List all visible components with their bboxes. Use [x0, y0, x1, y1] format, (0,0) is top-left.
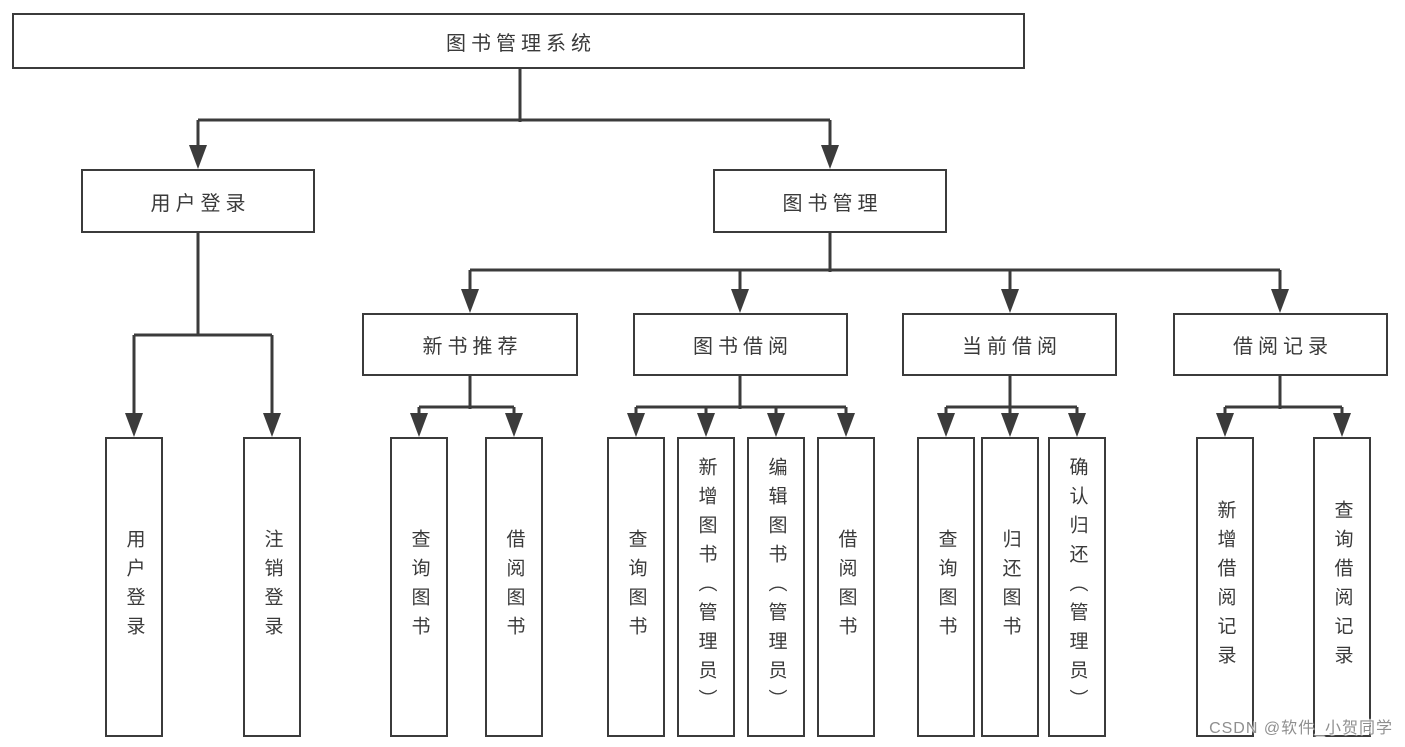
leaf-add-book-admin: 新增图书（管理员）	[677, 437, 735, 737]
leaf-confirm-return-admin-label: 确认归还（管理员）	[1066, 456, 1088, 718]
leaf-add-borrow-record: 新增借阅记录	[1196, 437, 1254, 737]
leaf-return-book: 归还图书	[981, 437, 1039, 737]
connector-user-login-to-leaves	[132, 233, 274, 417]
leaf-user-login: 用户登录	[105, 437, 163, 737]
leaf-query-books-recommend-label: 查询图书	[408, 529, 430, 645]
leaf-query-books-recommend: 查询图书	[390, 437, 448, 737]
arrow-down-icon	[461, 289, 479, 313]
node-book-borrow-label: 图书借阅	[693, 336, 793, 358]
arrow-down-icon	[937, 413, 955, 437]
node-borrow-records-label: 借阅记录	[1233, 336, 1333, 358]
arrowheads	[125, 145, 1351, 437]
node-library-management-system: 图书管理系统	[12, 13, 1025, 69]
arrow-down-icon	[821, 145, 839, 169]
node-new-book-recommend-label: 新书推荐	[422, 336, 523, 358]
connector-current-borrow-to-leaves	[944, 376, 1079, 417]
leaf-confirm-return-admin: 确认归还（管理员）	[1048, 437, 1106, 737]
arrow-down-icon	[189, 145, 207, 169]
watermark-text: CSDN @软件_小贺同学	[1209, 720, 1393, 737]
connector-book-mgmt-to-level3	[468, 233, 1282, 293]
arrow-down-icon	[1068, 413, 1086, 437]
arrow-down-icon	[1271, 289, 1289, 313]
leaf-edit-book-admin: 编辑图书（管理员）	[747, 437, 805, 737]
arrow-down-icon	[1001, 413, 1019, 437]
node-book-management: 图书管理	[713, 169, 947, 233]
leaf-query-books-borrow: 查询图书	[607, 437, 665, 737]
node-library-management-system-label: 图书管理系统	[446, 32, 596, 55]
leaf-borrow-books-label: 借阅图书	[835, 529, 857, 645]
leaf-query-books-current-label: 查询图书	[935, 529, 957, 645]
arrow-down-icon	[410, 413, 428, 437]
leaf-borrow-books-recommend-label: 借阅图书	[503, 529, 525, 645]
arrow-down-icon	[731, 289, 749, 313]
leaf-query-borrow-record-label: 查询借阅记录	[1331, 500, 1353, 674]
arrow-down-icon	[1216, 413, 1234, 437]
node-new-book-recommend: 新书推荐	[362, 313, 578, 376]
connector-root-to-level2	[196, 68, 832, 149]
arrow-down-icon	[1333, 413, 1351, 437]
node-current-borrow-label: 当前借阅	[962, 336, 1062, 358]
arrow-down-icon	[697, 413, 715, 437]
node-user-login-label: 用户登录	[150, 192, 251, 215]
node-user-login: 用户登录	[81, 169, 315, 233]
leaf-query-books-current: 查询图书	[917, 437, 975, 737]
connector-new-book-to-leaves	[417, 376, 516, 417]
arrow-down-icon	[125, 413, 143, 437]
leaf-borrow-books: 借阅图书	[817, 437, 875, 737]
leaf-query-borrow-record: 查询借阅记录	[1313, 437, 1371, 737]
leaf-add-borrow-record-label: 新增借阅记录	[1214, 500, 1236, 674]
leaf-return-book-label: 归还图书	[999, 529, 1021, 645]
node-borrow-records: 借阅记录	[1173, 313, 1388, 376]
arrow-down-icon	[505, 413, 523, 437]
leaf-add-book-admin-label: 新增图书（管理员）	[695, 456, 717, 718]
node-book-management-label: 图书管理	[782, 192, 883, 215]
leaf-borrow-books-recommend: 借阅图书	[485, 437, 543, 737]
arrow-down-icon	[837, 413, 855, 437]
connector-book-borrow-to-leaves	[634, 376, 848, 417]
leaf-edit-book-admin-label: 编辑图书（管理员）	[765, 456, 787, 718]
connector-borrow-records-to-leaves	[1223, 376, 1344, 417]
arrow-down-icon	[263, 413, 281, 437]
leaf-logout: 注销登录	[243, 437, 301, 737]
leaf-logout-label: 注销登录	[261, 529, 283, 645]
leaf-query-books-borrow-label: 查询图书	[625, 529, 647, 645]
node-book-borrow: 图书借阅	[633, 313, 848, 376]
arrow-down-icon	[767, 413, 785, 437]
leaf-user-login-label: 用户登录	[123, 529, 145, 645]
arrow-down-icon	[1001, 289, 1019, 313]
arrow-down-icon	[627, 413, 645, 437]
node-current-borrow: 当前借阅	[902, 313, 1117, 376]
